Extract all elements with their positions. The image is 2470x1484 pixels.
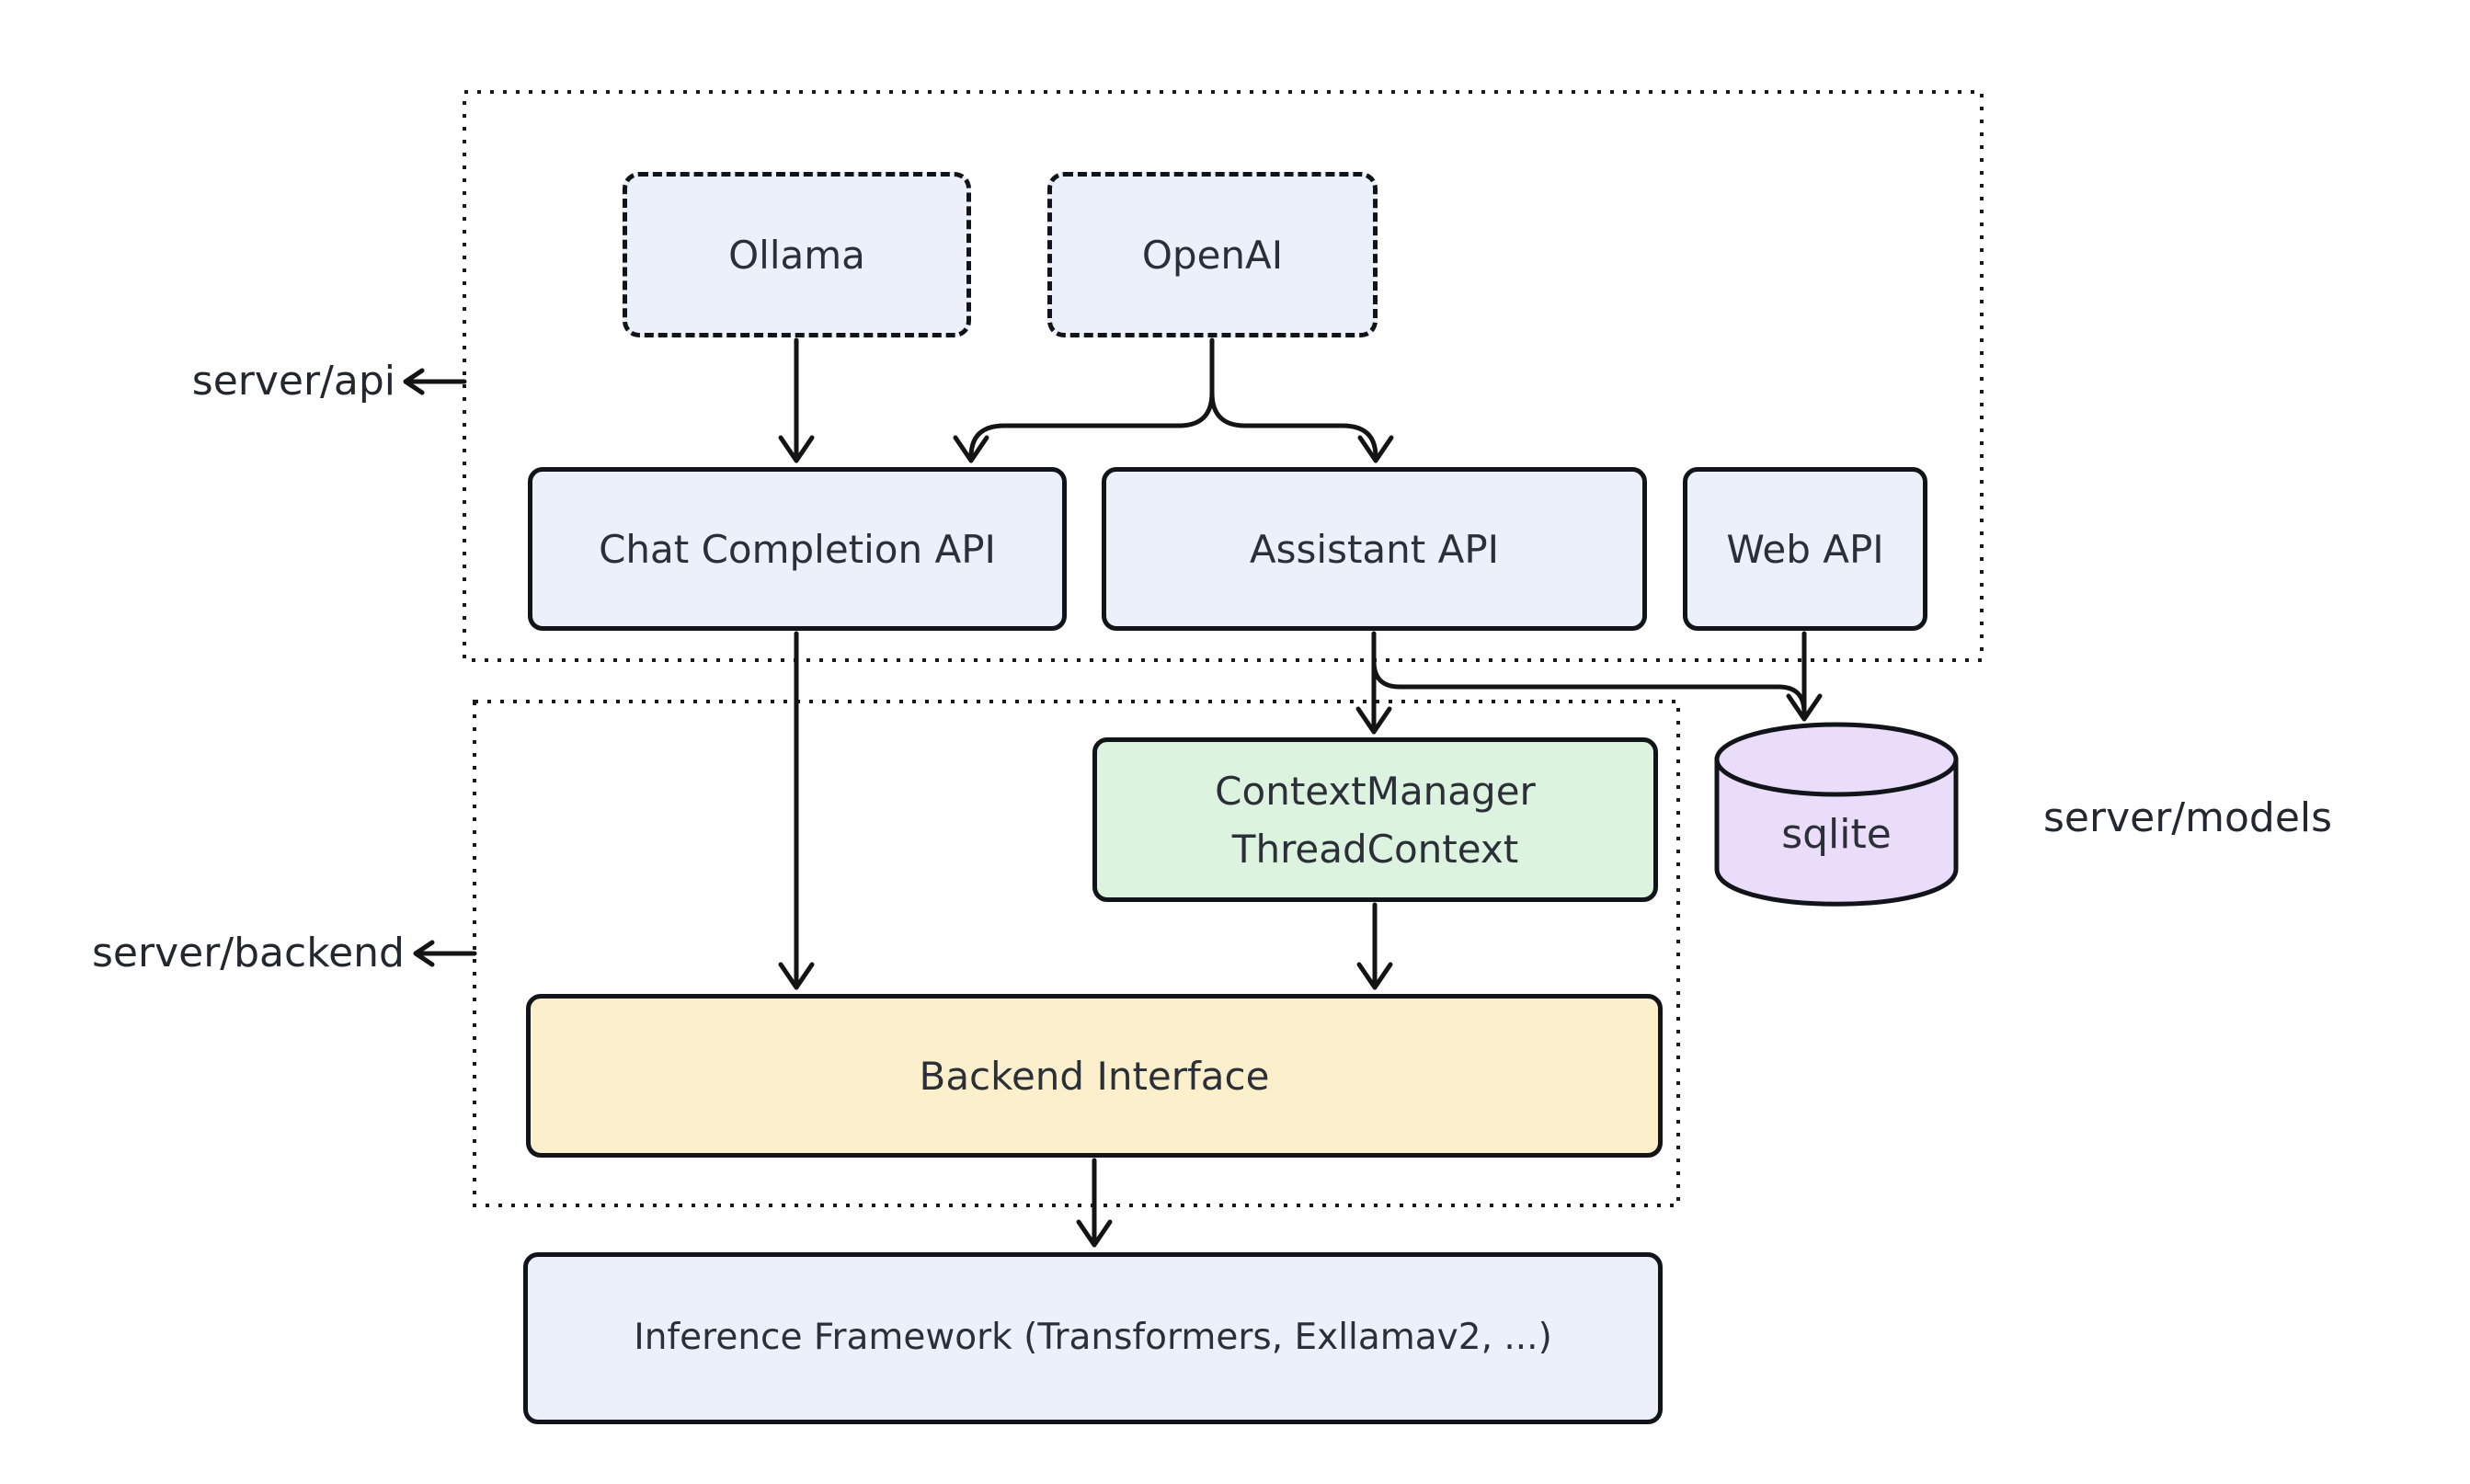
node-assistant-api-label: Assistant API — [1249, 526, 1500, 572]
arrowhead-icon — [1357, 435, 1394, 463]
node-context-manager: ContextManager ThreadContext — [1092, 737, 1658, 902]
node-context-manager-line1: ContextManager — [1215, 768, 1536, 814]
arrowhead-icon — [778, 962, 815, 990]
edge-web-api-to-sqlite — [1786, 631, 1823, 722]
arrowhead-icon — [1786, 693, 1823, 722]
edge-assistant-api-to-sqlite — [1371, 658, 1807, 715]
arrowhead-icon — [1355, 706, 1392, 735]
node-openai-label: OpenAI — [1141, 232, 1284, 278]
server-backend-label: server/backend — [92, 930, 405, 976]
node-openai: OpenAI — [1047, 172, 1378, 337]
edge-openai-to-chat-api — [953, 337, 1215, 463]
edge-chat-api-to-backend-interface — [778, 631, 815, 990]
server-backend-container — [473, 700, 1680, 1207]
sqlite-cylinder-icon — [1714, 722, 1959, 907]
node-ollama: Ollama — [623, 172, 971, 337]
node-sqlite-label: sqlite — [1781, 810, 1892, 858]
arrowhead-icon — [1356, 962, 1393, 990]
arrowhead-icon — [953, 435, 989, 463]
edge-backend-interface-to-inference — [1076, 1158, 1113, 1248]
node-inference-framework-label: Inference Framework (Transformers, Exlla… — [634, 1317, 1552, 1359]
server-api-pointer-arrow — [403, 368, 467, 395]
server-api-label: server/api — [191, 358, 395, 405]
edge-context-manager-to-backend-interface — [1356, 902, 1393, 990]
node-chat-completion-api-label: Chat Completion API — [599, 526, 996, 572]
node-backend-interface-label: Backend Interface — [919, 1053, 1270, 1099]
node-context-manager-line2: ThreadContext — [1231, 826, 1519, 872]
edge-openai-to-assistant-api — [1209, 390, 1394, 463]
arrowhead-icon — [778, 435, 815, 463]
left-arrowhead-icon — [403, 368, 425, 395]
node-ollama-label: Ollama — [728, 232, 865, 278]
server-backend-pointer-arrow — [413, 940, 477, 967]
node-inference-framework: Inference Framework (Transformers, Exlla… — [523, 1252, 1663, 1424]
arrowhead-icon — [1076, 1219, 1113, 1248]
edge-ollama-to-chat-api — [778, 337, 815, 463]
server-models-label: server/models — [2043, 794, 2333, 841]
node-assistant-api: Assistant API — [1102, 467, 1647, 631]
node-backend-interface: Backend Interface — [526, 994, 1663, 1158]
node-web-api: Web API — [1683, 467, 1927, 631]
node-chat-completion-api: Chat Completion API — [528, 467, 1067, 631]
left-arrowhead-icon — [413, 940, 435, 967]
node-web-api-label: Web API — [1726, 526, 1884, 572]
edge-assistant-api-to-context-manager — [1355, 631, 1392, 735]
